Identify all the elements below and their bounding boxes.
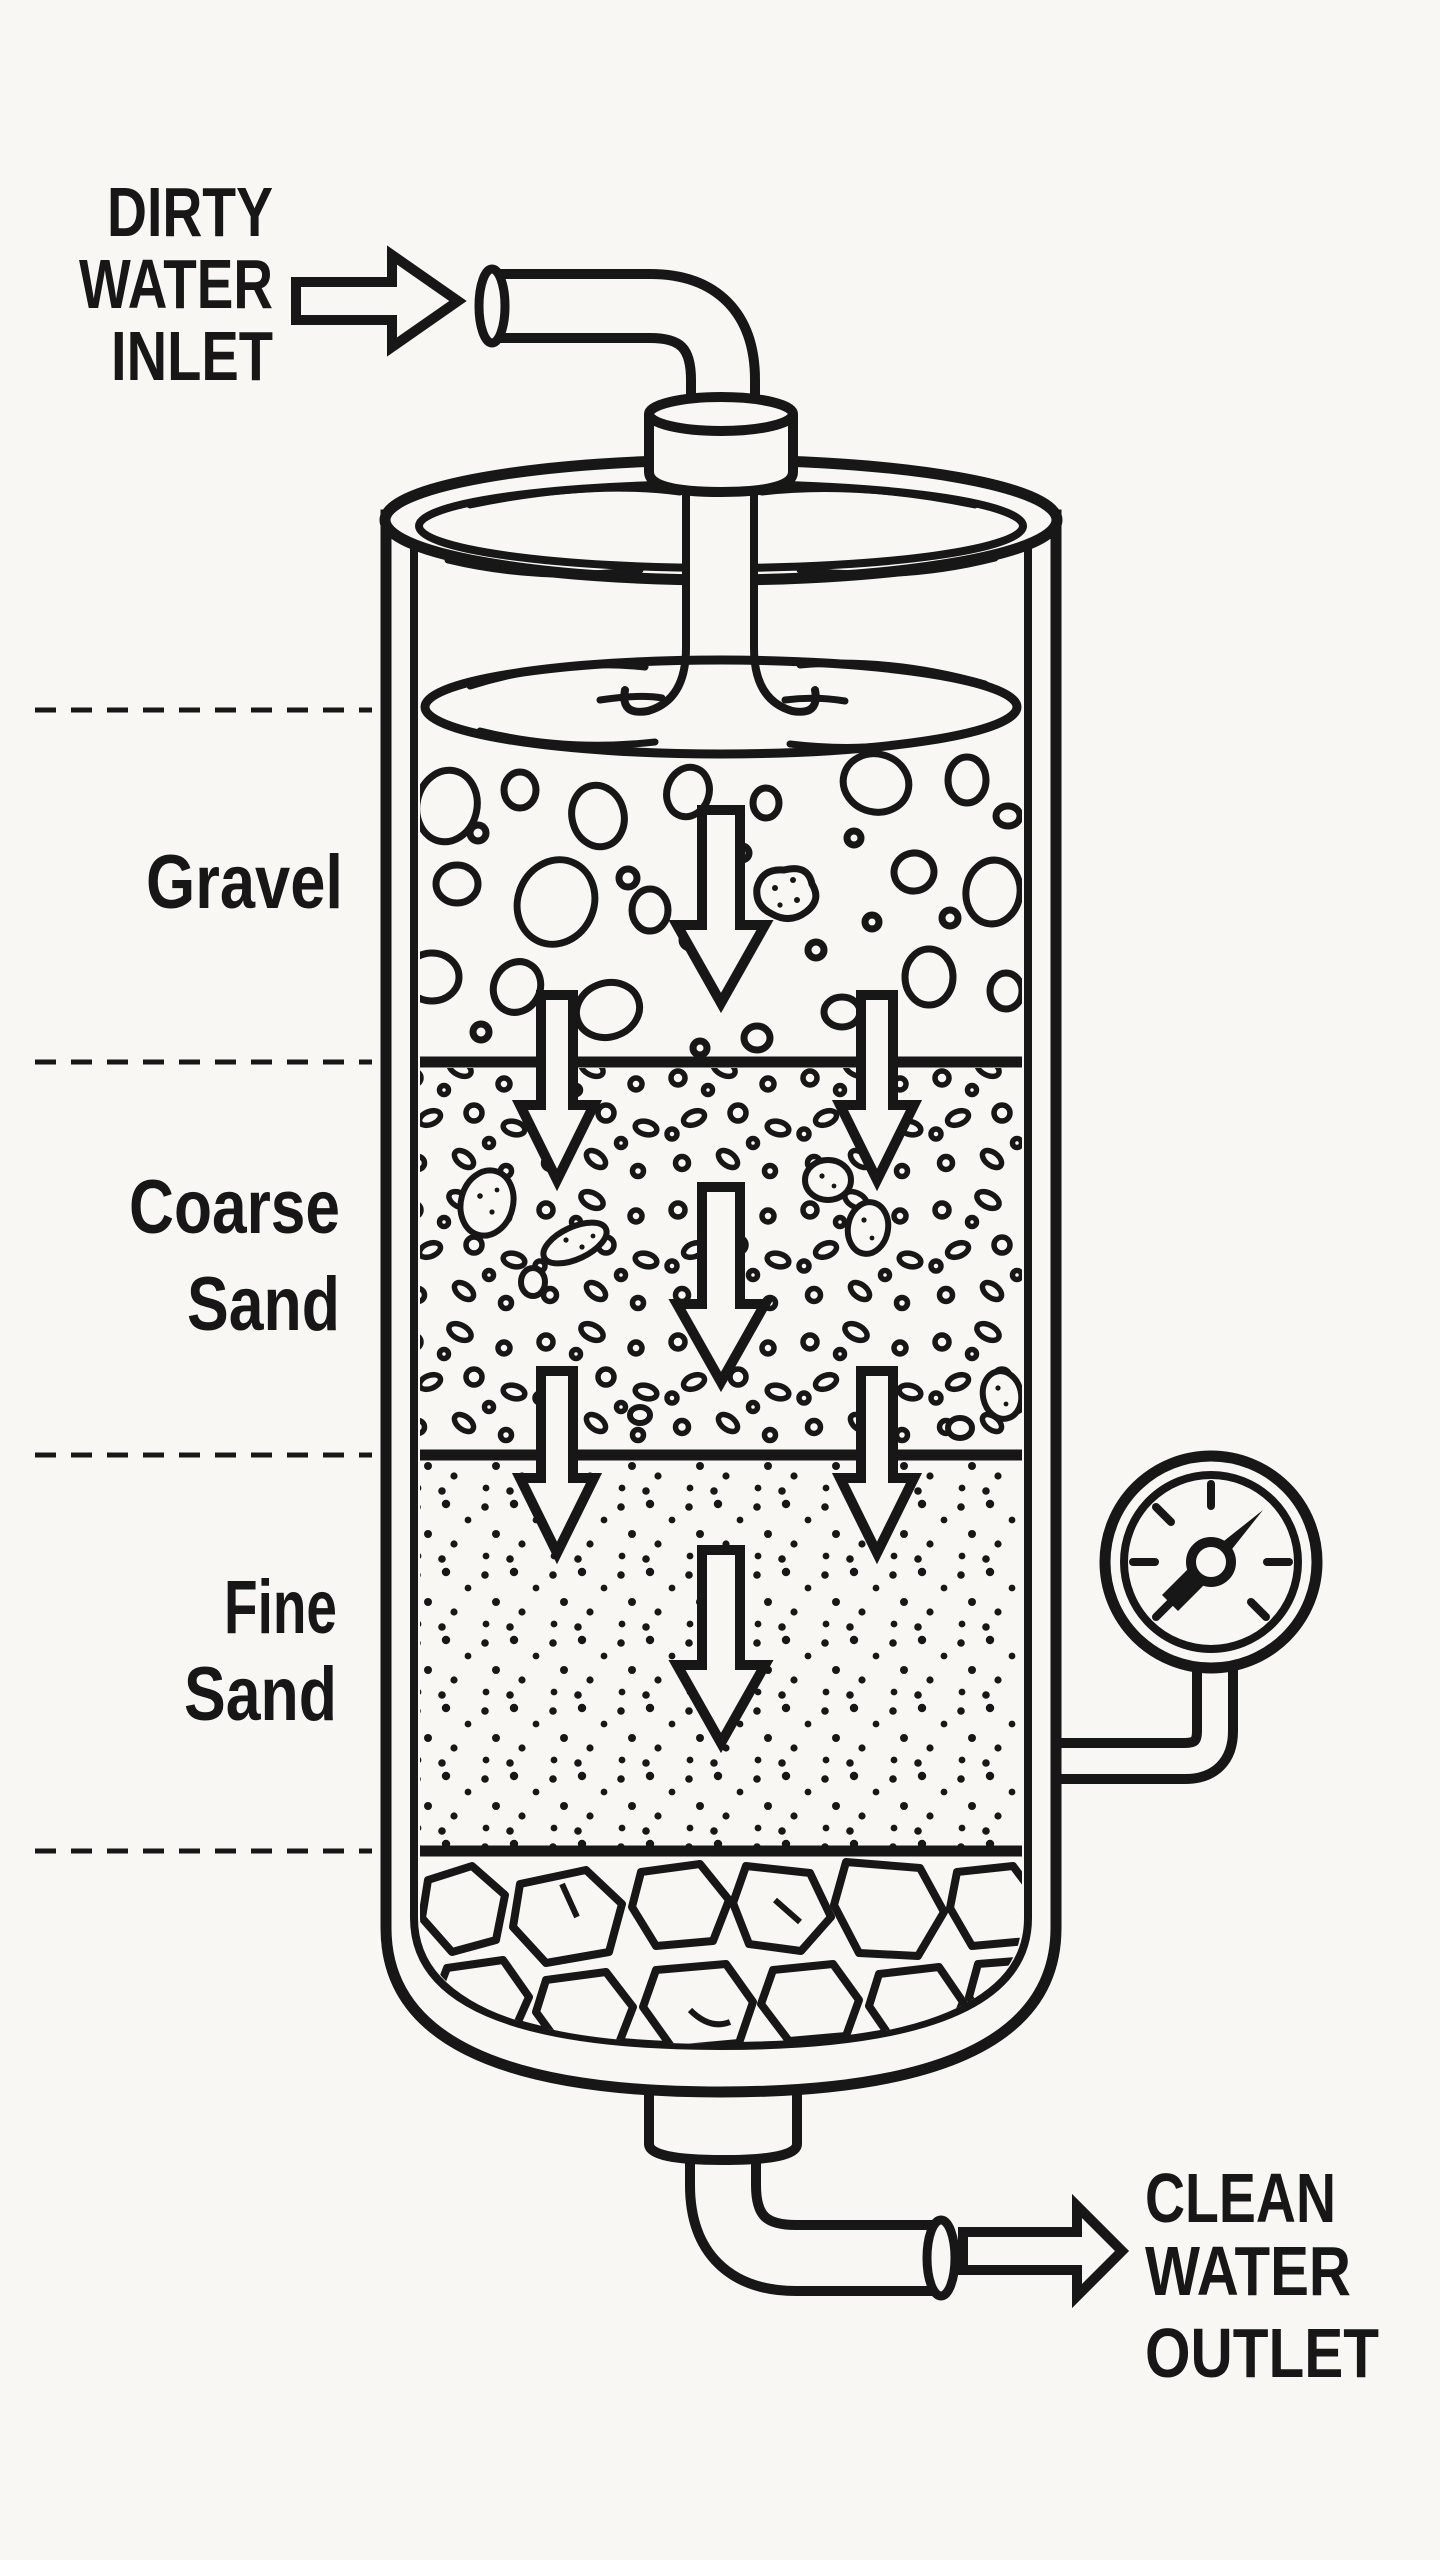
outlet-label: CLEAN WATER OUTLET [1145,2159,1379,2392]
down-arrow-icon [511,1366,603,1565]
label-coarse-sand: Coarse Sand [129,1165,340,1347]
svg-text:Fine: Fine [224,1565,337,1650]
inlet-label: DIRTY WATER INLET [79,173,273,395]
label-gravel: Gravel [146,840,343,925]
inlet-right-arrow-icon [291,245,467,357]
clean-water-outlet-pipe [644,2086,960,2301]
tank-inner-wall [410,545,1032,2051]
outlet-label-line3: OUTLET [1145,2314,1379,2392]
gauge-ticks [1129,1480,1293,1621]
outlet-right-arrow-icon [958,2193,1130,2309]
inlet-label-line2: WATER [79,245,273,323]
pressure-gauge-icon [1099,1450,1323,1674]
svg-text:Sand: Sand [184,1652,337,1737]
down-arrow-icon [511,990,603,1192]
outlet-label-line2: WATER [1145,2232,1351,2310]
down-arrow-icon [668,1545,774,1754]
gravel-layer [420,750,1022,1059]
flow-arrows [511,805,923,1754]
down-arrow-icon [668,805,774,1014]
pressure-gauge-stem-pipe [1055,1662,1238,1784]
support-rocks-layer [420,1858,1022,2044]
gauge-hub [1186,1537,1236,1587]
svg-text:Sand: Sand [187,1262,340,1347]
down-arrow-icon [831,1366,923,1565]
inlet-pipe-opening [474,264,510,348]
inlet-label-line3: INLET [111,317,273,395]
dirty-water-inlet-pipe [474,264,820,716]
layer-boundary-dashed-lines [35,707,372,1854]
outlet-pipe-opening [922,2215,960,2301]
outlet-collar [644,2086,802,2166]
label-fine-sand: Fine Sand [184,1565,337,1737]
layer-boundary-lines [420,1056,1022,1857]
down-arrow-icon [831,990,923,1192]
water-surface [420,655,1022,759]
inlet-label-line1: DIRTY [107,173,273,251]
down-arrow-icon [668,1182,774,1393]
outlet-label-line1: CLEAN [1145,2159,1336,2237]
svg-text:Coarse: Coarse [129,1165,340,1250]
